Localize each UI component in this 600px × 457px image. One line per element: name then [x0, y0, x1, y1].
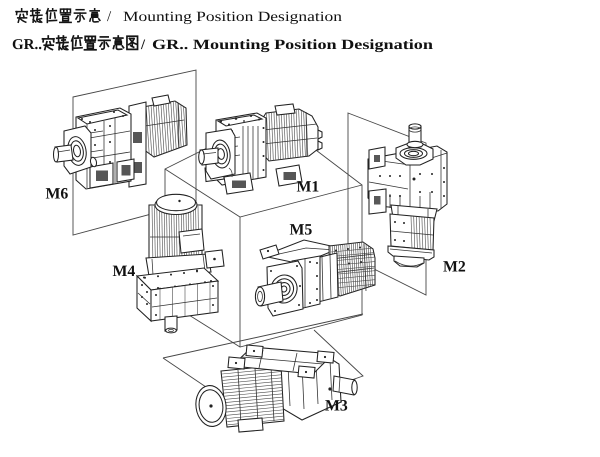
svg-text:M6: M6 — [46, 186, 69, 203]
svg-text:/: / — [107, 9, 112, 25]
svg-text:M4: M4 — [113, 263, 136, 280]
svg-text:/: / — [140, 37, 146, 53]
svg-text:M5: M5 — [290, 222, 313, 239]
svg-text:Mounting Position Designation: Mounting Position Designation — [123, 9, 342, 25]
svg-text:GR..: GR.. — [12, 37, 42, 53]
svg-text:M2: M2 — [443, 259, 466, 276]
svg-text:M3: M3 — [325, 398, 348, 415]
svg-text:M1: M1 — [297, 179, 320, 196]
svg-text:GR.. Mounting Position Designa: GR.. Mounting Position Designation — [152, 37, 433, 53]
